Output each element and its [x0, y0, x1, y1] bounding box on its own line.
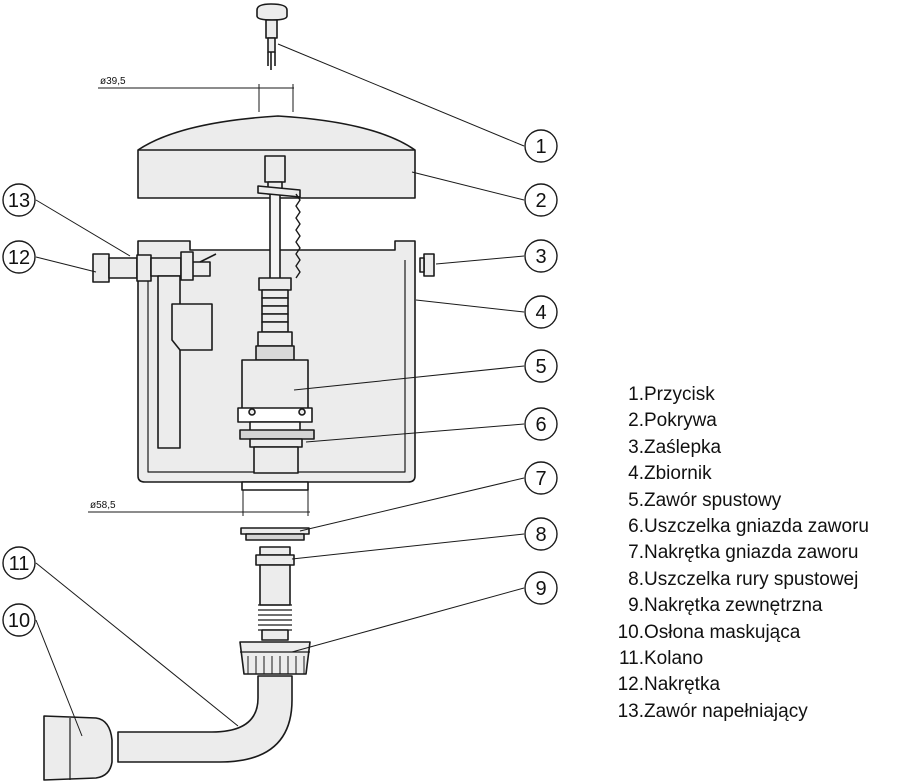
- callout-number-7: 7: [535, 468, 546, 490]
- parts-legend: 1.Przycisk 2.Pokrywa 3.Zaślepka 4.Zbiorn…: [612, 382, 869, 725]
- legend-item: 13.Zawór napełniający: [612, 699, 869, 725]
- legend-item: 3.Zaślepka: [612, 435, 869, 461]
- legend-label: Uszczelka rury spustowej: [644, 568, 859, 590]
- callout-circle-12: [2, 240, 36, 274]
- legend-number: 5.: [628, 489, 644, 511]
- legend-number: 4.: [628, 463, 644, 485]
- callout-number-9: 9: [535, 578, 546, 600]
- callout-circle-13: [2, 183, 36, 217]
- callout-number-1: 1: [535, 136, 546, 158]
- legend-number: 2.: [628, 410, 644, 432]
- legend-item: 10.Osłona maskująca: [612, 620, 869, 646]
- legend-number: 6.: [628, 516, 644, 538]
- legend-item: 2.Pokrywa: [612, 408, 869, 434]
- dimension-top-label: ø39,5: [100, 76, 126, 87]
- callout-circle-2: [524, 183, 558, 217]
- outer-nut: [239, 641, 311, 675]
- callout-circle-3: [524, 239, 558, 273]
- legend-item: 4.Zbiornik: [612, 461, 869, 487]
- legend-label: Zbiornik: [644, 463, 712, 485]
- valve-seat-nut: [240, 527, 310, 541]
- callout-circle-4: [524, 295, 558, 329]
- legend-label: Kolano: [644, 648, 704, 670]
- legend-number: 10.: [617, 621, 644, 643]
- legend-number: 1.: [628, 384, 644, 405]
- callout-circle-11: [2, 546, 36, 580]
- legend-number: 13.: [617, 700, 644, 722]
- legend-label: Osłona maskująca: [644, 621, 801, 643]
- legend-number: 11.: [618, 648, 644, 670]
- legend-number: 8.: [628, 568, 644, 590]
- legend-item: 12.Nakrętka: [612, 672, 869, 698]
- callout-number-5: 5: [535, 356, 546, 378]
- dimension-bottom: [88, 490, 310, 516]
- callout-circles: [2, 129, 558, 637]
- legend-label: Uszczelka gniazda zaworu: [644, 516, 869, 538]
- legend-item: 11.Kolano: [612, 646, 869, 672]
- legend-label: Nakrętka zewnętrzna: [644, 595, 823, 617]
- legend-label: Nakrętka gniazda zaworu: [644, 542, 859, 564]
- legend-number: 7.: [628, 542, 644, 564]
- callout-number-3: 3: [535, 246, 546, 268]
- callout-number-4: 4: [535, 302, 546, 324]
- dimension-bottom-label: ø58,5: [90, 500, 116, 511]
- legend-item: 9.Nakrętka zewnętrzna: [612, 593, 869, 619]
- callout-number-12: 12: [8, 247, 30, 269]
- legend-number: 9.: [628, 595, 644, 617]
- valve-seat-seal: [239, 429, 315, 474]
- legend-number: 12.: [617, 674, 644, 696]
- elbow-pipe: [117, 675, 293, 763]
- push-button-part: [256, 3, 288, 70]
- legend-label: Pokrywa: [644, 410, 717, 432]
- legend-label: Zawór spustowy: [644, 489, 782, 511]
- legend-item: 8.Uszczelka rury spustowej: [612, 567, 869, 593]
- legend-item: 5.Zawór spustowy: [612, 488, 869, 514]
- legend-label: Zaślepka: [644, 436, 722, 458]
- callout-circle-5: [524, 349, 558, 383]
- drain-pipe-seal: [255, 546, 295, 641]
- callout-circle-9: [524, 571, 558, 605]
- legend-item: 1.Przycisk: [612, 382, 869, 408]
- fill-valve-part: [92, 251, 217, 449]
- callout-number-6: 6: [535, 414, 546, 436]
- callout-circle-1: [524, 129, 558, 163]
- callout-circle-10: [2, 603, 36, 637]
- callout-circle-8: [524, 517, 558, 551]
- drain-valve-part: [237, 277, 313, 433]
- legend-number: 3.: [628, 436, 644, 458]
- callout-number-2: 2: [535, 190, 546, 212]
- legend-item: 6.Uszczelka gniazda zaworu: [612, 514, 869, 540]
- callout-number-8: 8: [535, 524, 546, 546]
- leader-lines: [35, 43, 525, 737]
- legend-item: 7.Nakrętka gniazda zaworu: [612, 540, 869, 566]
- plug-part: [419, 253, 435, 277]
- callout-circle-6: [524, 407, 558, 441]
- dimension-top: [98, 84, 294, 112]
- cover-cap: [43, 715, 113, 781]
- legend-label: Przycisk: [644, 384, 715, 405]
- callout-circle-7: [524, 461, 558, 495]
- callout-number-11: 11: [9, 553, 30, 575]
- legend-label: Nakrętka: [644, 674, 721, 696]
- callout-number-13: 13: [8, 190, 30, 212]
- flush-rod: [257, 155, 301, 280]
- callout-number-10: 10: [8, 610, 30, 632]
- legend-label: Zawór napełniający: [644, 700, 808, 722]
